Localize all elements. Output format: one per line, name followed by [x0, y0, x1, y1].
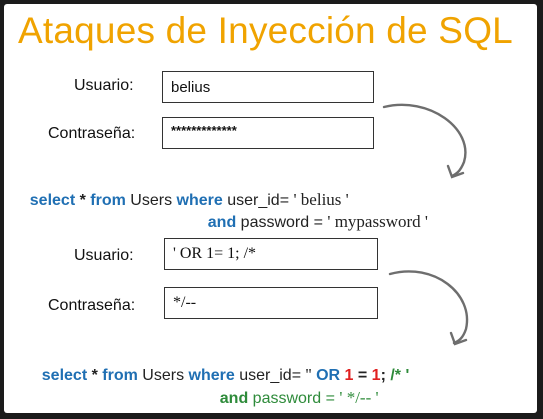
- sql-condition: user_id=: [234, 367, 306, 384]
- sql-commented-value: ' */-- ': [339, 388, 379, 407]
- sql-condition: user_id=: [222, 192, 294, 209]
- sql-star: *: [75, 192, 91, 209]
- query2-line1: select * from Users where user_id= '' OR…: [24, 347, 409, 403]
- arrowhead-icon: [446, 164, 465, 179]
- query1-line2: and password = ' mypassword ': [190, 194, 428, 250]
- sql-empty-quote: '': [305, 365, 312, 384]
- password-label: Contraseña:: [48, 125, 136, 142]
- password-field[interactable]: */--: [164, 287, 378, 319]
- sql-injected-number: 1: [371, 367, 381, 384]
- slide: Ataques de Inyección de SQL Usuario: bel…: [4, 4, 537, 413]
- sql-comment-start: /* ': [390, 367, 410, 384]
- sql-commented-and: and: [219, 390, 249, 407]
- username-field[interactable]: ' OR 1= 1; /*: [164, 238, 378, 270]
- query2-line2: and password = ' */-- ': [202, 370, 379, 413]
- sql-keyword-select: select: [29, 192, 76, 209]
- username-label: Usuario:: [74, 247, 134, 264]
- sql-keyword-select: select: [41, 367, 88, 384]
- password-label: Contraseña:: [48, 297, 136, 314]
- sql-keyword-and: and: [207, 214, 237, 231]
- curved-arrow-icon: [388, 270, 469, 345]
- slide-title: Ataques de Inyección de SQL: [18, 10, 513, 51]
- arrowhead-icon: [449, 331, 468, 346]
- curved-arrow-icon: [382, 103, 467, 178]
- sql-keyword-or: OR: [311, 367, 345, 384]
- username-field[interactable]: belius: [162, 71, 374, 103]
- sql-equals: =: [353, 367, 372, 384]
- sql-star: *: [87, 367, 103, 384]
- sql-injected-number: 1: [344, 367, 354, 384]
- sql-password-value: ' mypassword ': [327, 212, 428, 231]
- sql-keyword-where: where: [188, 367, 235, 384]
- sql-table: Users: [137, 367, 189, 384]
- sql-keyword-from: from: [90, 192, 126, 209]
- sql-commented-password: password =: [248, 390, 340, 407]
- username-label: Usuario:: [74, 77, 134, 94]
- sql-semicolon: ;: [380, 367, 391, 384]
- sql-keyword-from: from: [102, 367, 138, 384]
- sql-user-value: ' belius ': [293, 190, 349, 209]
- sql-keyword-where: where: [176, 192, 223, 209]
- query1-line1: select * from Users where user_id= ' bel…: [12, 172, 349, 228]
- password-field[interactable]: *************: [162, 117, 374, 149]
- sql-table: Users: [125, 192, 177, 209]
- sql-condition: password =: [236, 214, 328, 231]
